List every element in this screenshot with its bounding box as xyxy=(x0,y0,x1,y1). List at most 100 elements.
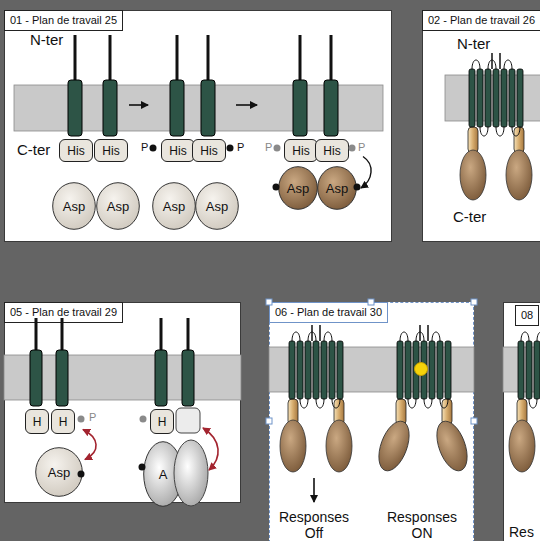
step-arrow xyxy=(129,104,148,106)
phosphate-dot xyxy=(274,145,281,152)
seven-tm-receptor xyxy=(396,325,452,425)
seven-tm-receptor xyxy=(517,325,540,425)
transmembrane-helix xyxy=(182,350,194,406)
seven-tm-receptor xyxy=(288,325,344,425)
h-domain-box: H xyxy=(150,409,174,434)
phosphate-dot xyxy=(354,184,361,191)
artboard-label: 06 - Plan de travail 30 xyxy=(269,302,388,323)
oval-shape xyxy=(36,448,83,497)
transmembrane-helix xyxy=(293,80,307,136)
domain-label: Asp xyxy=(48,465,70,480)
h-domain-box: H xyxy=(51,409,75,434)
h-domain-box: H xyxy=(25,409,49,434)
transmembrane-helix xyxy=(30,350,42,406)
membrane xyxy=(4,355,241,400)
artboard-label: 02 - Plan de travail 26 xyxy=(422,10,540,31)
membrane xyxy=(4,75,540,400)
connector-arrow xyxy=(83,430,96,460)
domain-label: Asp xyxy=(63,199,85,214)
signal-arrow xyxy=(313,478,315,502)
oval-shape xyxy=(318,167,357,210)
artboard: 06 - Plan de travail 30 xyxy=(269,302,474,541)
cytoplasmic-domain xyxy=(373,417,415,475)
cytoplasmic-domain xyxy=(506,150,532,200)
domain-label: His xyxy=(102,144,119,158)
his-domain-box: His xyxy=(192,139,226,162)
membrane xyxy=(503,347,540,392)
phosphate-dot xyxy=(139,464,146,471)
his-domain-box: His xyxy=(161,139,195,162)
blank-domain-oval xyxy=(174,440,208,506)
oval-shape xyxy=(97,183,140,230)
receptor-stalk xyxy=(74,35,77,82)
domain-label: His xyxy=(169,144,186,158)
transmembrane-helix xyxy=(103,80,117,136)
receptor-stalk xyxy=(160,318,163,352)
domain-label: His xyxy=(292,144,309,158)
domain-label: H xyxy=(33,415,42,429)
transmembrane-helix xyxy=(155,350,167,406)
artboard: 08 xyxy=(503,302,540,541)
cytoplasmic-domain xyxy=(280,420,306,472)
domain-label: Asp xyxy=(206,199,228,214)
artboard-label: 01 - Plan de travail 25 xyxy=(4,10,123,31)
asp-domain-oval: Asp xyxy=(96,182,140,230)
histidine-kinase-receptor xyxy=(30,318,194,406)
asp-domain-oval: Asp xyxy=(317,166,357,210)
artboard: 05 - Plan de travail 29 H H Asp H A xyxy=(4,302,241,503)
receptor-stalk xyxy=(299,35,302,82)
selection-handle xyxy=(471,418,477,424)
phosphate-dot xyxy=(78,471,85,478)
phosphate-dot xyxy=(150,145,157,152)
transmembrane-helix xyxy=(170,80,184,136)
selection-handle xyxy=(266,299,272,305)
his-domain-box: His xyxy=(94,139,128,162)
domain-label: Asp xyxy=(326,181,348,196)
oval-shape xyxy=(196,183,239,230)
his-domain-box: His xyxy=(59,139,93,162)
oval-shape xyxy=(144,442,183,507)
artboard-label: 08 xyxy=(515,305,539,326)
domain-label: Asp xyxy=(163,199,185,214)
receptor-stalk xyxy=(330,35,333,82)
connector-arrow xyxy=(361,157,371,189)
phosphate-dot xyxy=(140,416,147,423)
transmembrane-helix xyxy=(56,350,68,406)
his-domain-box: His xyxy=(284,139,318,162)
asp-domain-oval: Asp xyxy=(278,166,318,210)
receptor-stalk xyxy=(61,318,64,352)
domain-label: His xyxy=(200,144,217,158)
phosphate-dot xyxy=(78,416,85,423)
selection-handle xyxy=(266,418,272,424)
histidine-kinase-receptor xyxy=(68,35,338,136)
seven-tm-receptor xyxy=(468,53,524,153)
domain-label: A xyxy=(159,467,168,482)
cytoplasmic-domain xyxy=(326,420,352,472)
artboard: 01 - Plan de travail 25 His His His His His Hi… xyxy=(4,10,392,242)
asp-domain-oval: Asp xyxy=(35,447,83,497)
domain-label: His xyxy=(67,144,84,158)
phosphate-dot xyxy=(273,184,280,191)
selection-handle xyxy=(471,299,477,305)
transmembrane-helix xyxy=(324,80,338,136)
phosphate-dot xyxy=(349,145,356,152)
receptor-stalk xyxy=(35,318,38,352)
oval-shape xyxy=(279,167,318,210)
membrane xyxy=(14,85,383,131)
selection-handles xyxy=(266,299,477,424)
cytoplasmic-domain xyxy=(509,420,535,472)
transmembrane-helix xyxy=(201,80,215,136)
receptor-stalk xyxy=(176,35,179,82)
transmembrane-helix xyxy=(68,80,82,136)
artboard-label: 05 - Plan de travail 29 xyxy=(4,302,123,323)
oval-shape xyxy=(153,183,196,230)
selection-handle xyxy=(368,299,374,305)
membrane xyxy=(445,75,540,121)
domain-label: H xyxy=(59,415,68,429)
domain-label: Asp xyxy=(107,199,129,214)
receptor-stalk xyxy=(187,318,190,352)
domain-label: H xyxy=(158,415,167,429)
domain-label: His xyxy=(323,144,340,158)
receptor-stalk xyxy=(207,35,210,82)
cytoplasmic-domain xyxy=(460,150,486,200)
